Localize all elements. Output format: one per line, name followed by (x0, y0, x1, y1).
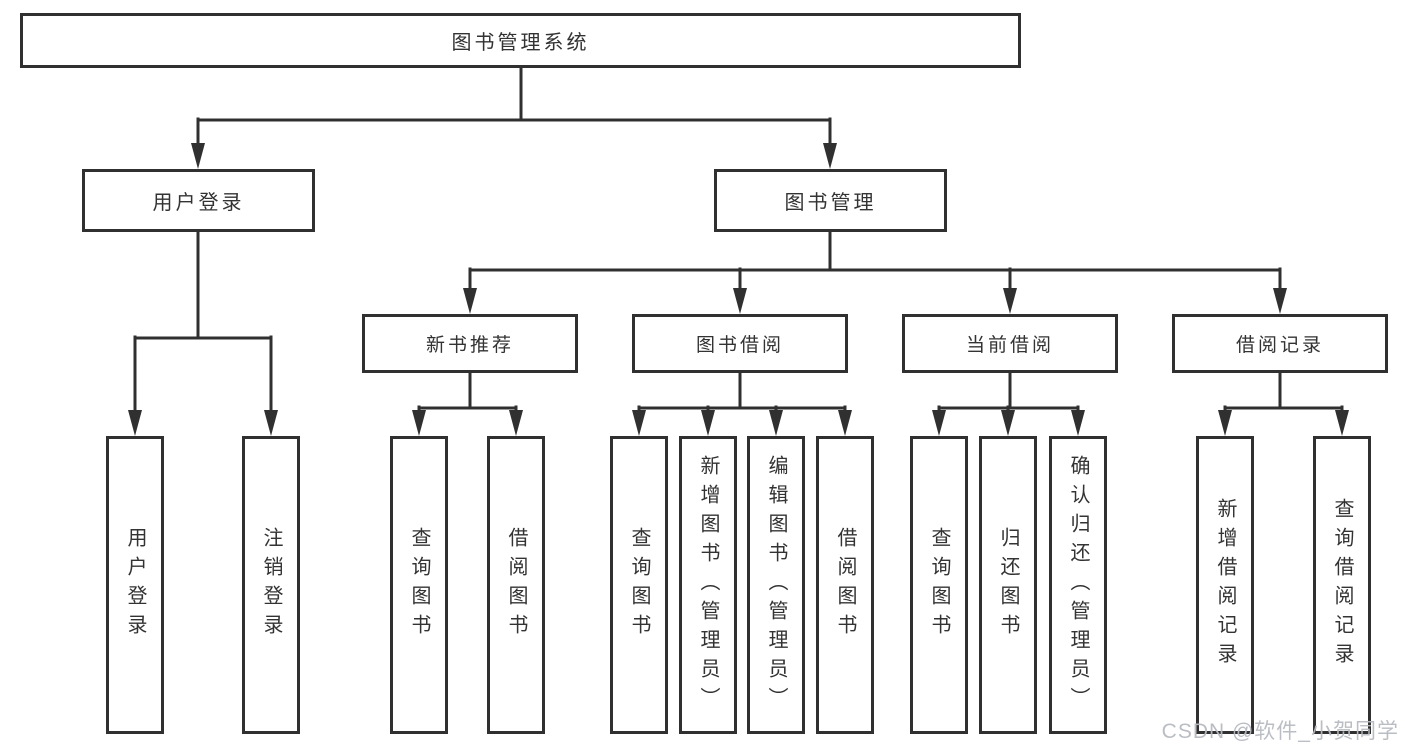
connector-new-books (417, 371, 518, 416)
leaf-records-add-record: 新增借阅记录 (1196, 436, 1254, 734)
leaf-user-login: 用户登录 (106, 436, 164, 734)
node-borrow-records: 借阅记录 (1172, 314, 1388, 373)
connector-user-login (133, 230, 273, 416)
leaf-current-confirm-return-admin: 确认归还（管理员） (1049, 436, 1107, 734)
connector-current-borrow (937, 371, 1080, 416)
connector-book-borrow (637, 371, 847, 416)
node-new-book-recommend: 新书推荐 (362, 314, 578, 373)
node-root-system: 图书管理系统 (20, 13, 1021, 68)
arrowheads (128, 143, 1349, 436)
connector-borrow-records (1223, 371, 1344, 416)
leaf-borrow-edit-books-admin: 编辑图书（管理员） (747, 436, 805, 734)
connector-book-management (468, 230, 1282, 294)
connector-root (196, 66, 832, 148)
leaf-borrow-add-books-admin: 新增图书（管理员） (679, 436, 737, 734)
leaf-recommend-borrow-books: 借阅图书 (487, 436, 545, 734)
node-user-login-branch: 用户登录 (82, 169, 315, 232)
leaf-current-query-books: 查询图书 (910, 436, 968, 734)
leaf-records-query-record: 查询借阅记录 (1313, 436, 1371, 734)
node-book-management-branch: 图书管理 (714, 169, 947, 232)
leaf-borrow-borrow-books: 借阅图书 (816, 436, 874, 734)
csdn-watermark: CSDN @软件_小贺同学 (1161, 720, 1399, 743)
leaf-recommend-query-books: 查询图书 (390, 436, 448, 734)
leaf-borrow-query-books: 查询图书 (610, 436, 668, 734)
node-book-borrow: 图书借阅 (632, 314, 848, 373)
leaf-current-return-books: 归还图书 (979, 436, 1037, 734)
leaf-logout: 注销登录 (242, 436, 300, 734)
node-current-borrow: 当前借阅 (902, 314, 1118, 373)
